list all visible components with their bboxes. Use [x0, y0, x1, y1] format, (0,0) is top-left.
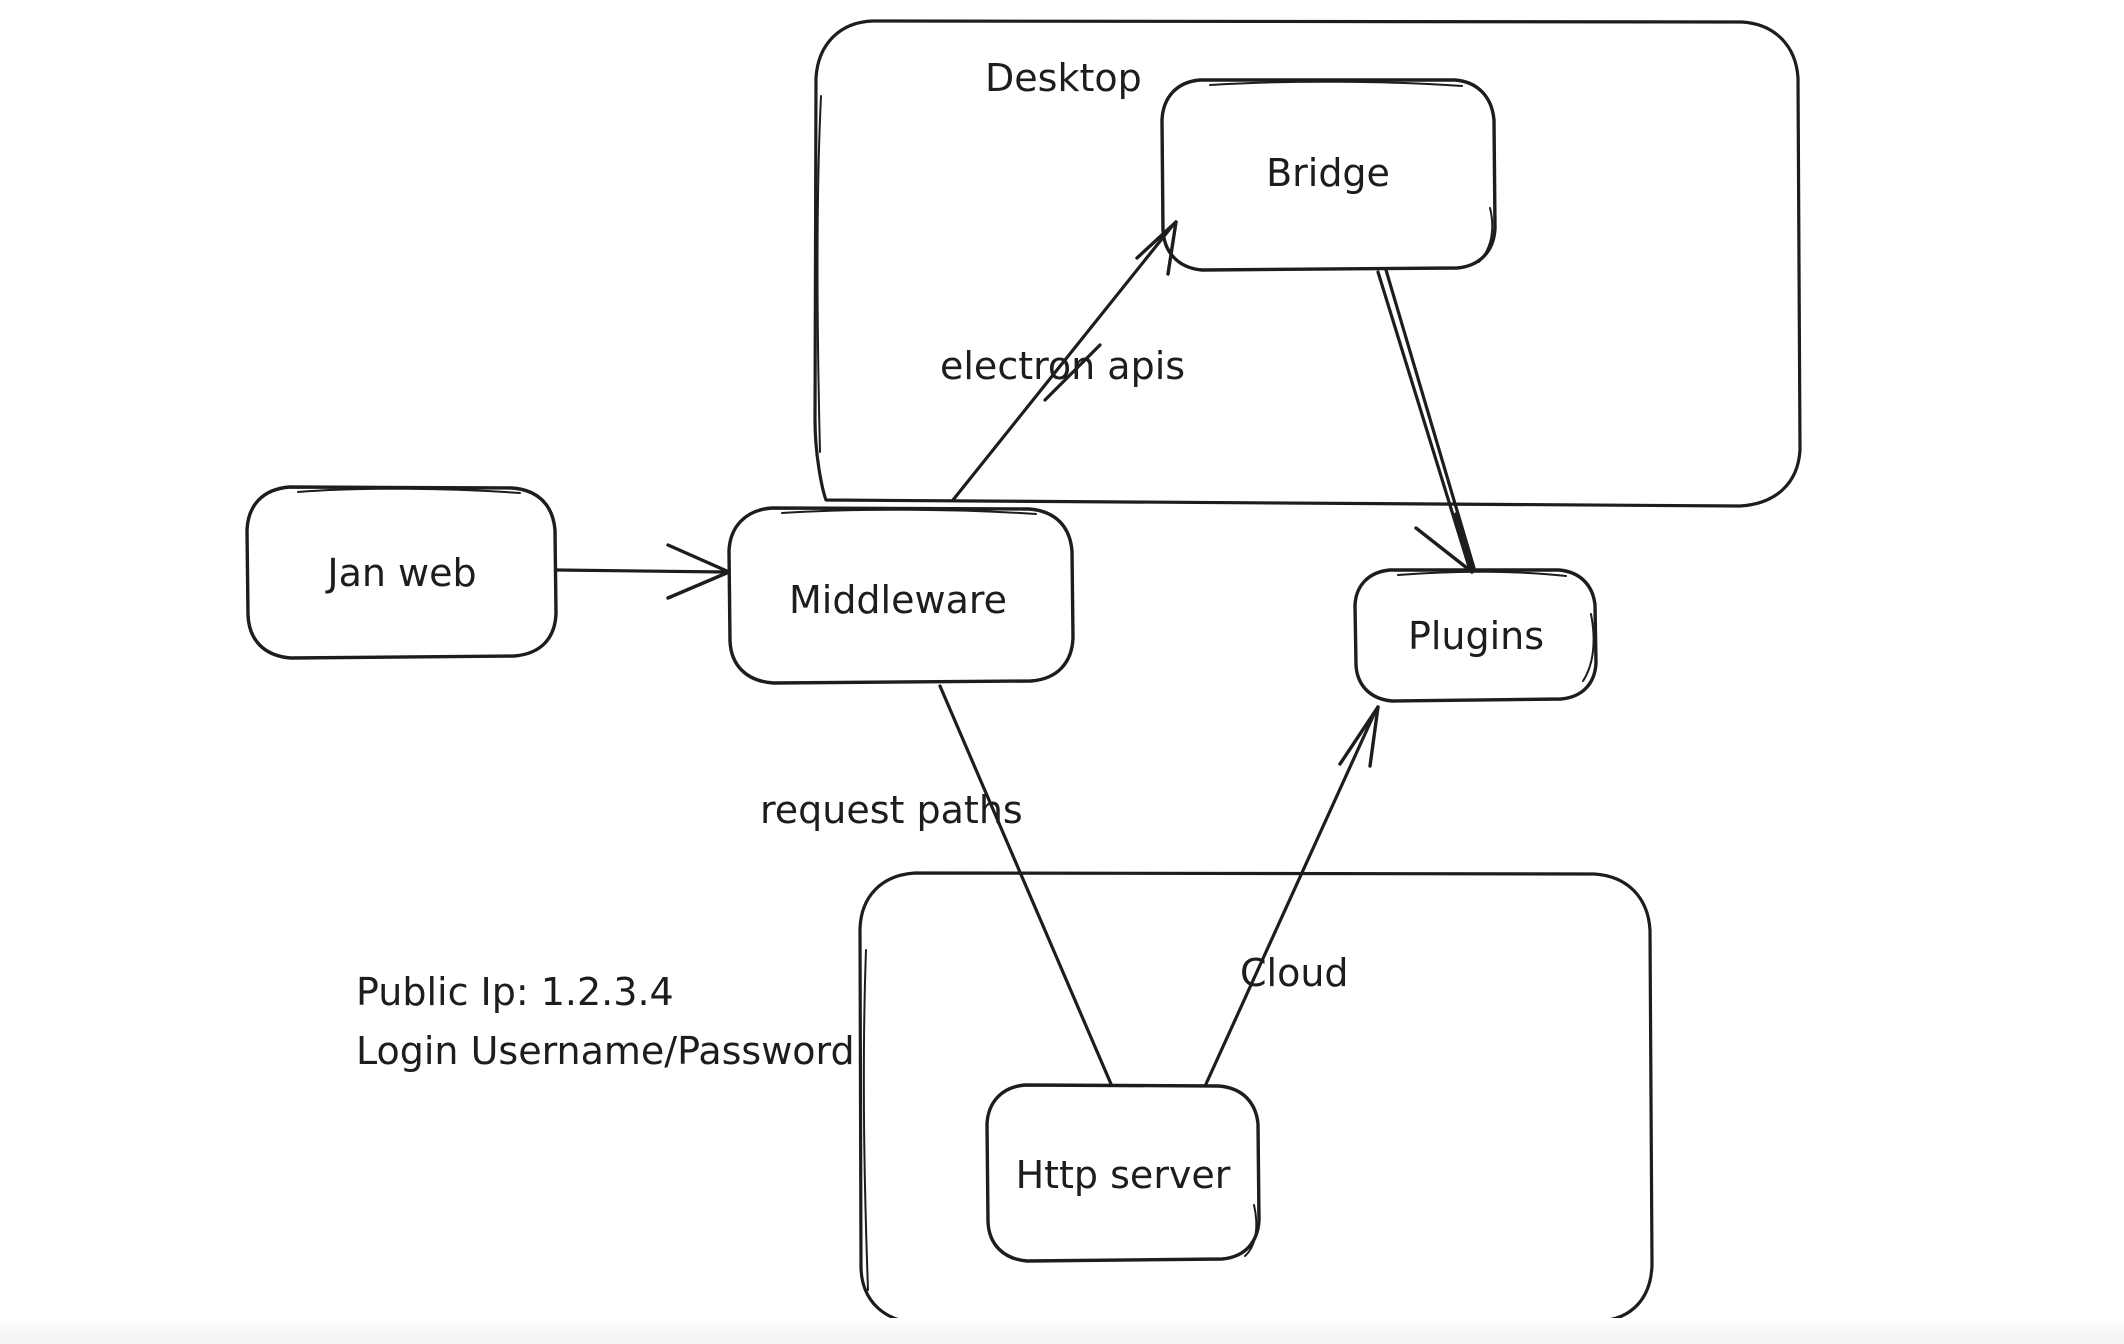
bridge-box — [1160, 78, 1497, 272]
plugins-box — [1353, 568, 1598, 703]
group-desktop[interactable] — [813, 19, 1802, 508]
janweb-middleware-arrow-lower — [666, 570, 731, 600]
note-public-ip: Public Ip: 1.2.3.4 — [356, 970, 674, 1014]
middleware-bridge-arrow-upper — [1135, 220, 1178, 260]
httpserver-plugins-arrow-right — [1368, 705, 1380, 768]
edge-middleware-to-bridge[interactable] — [951, 220, 1178, 502]
edge-label-request-paths: request paths — [760, 788, 1023, 832]
bridge-plugins-arrow-left — [1414, 526, 1474, 574]
jan-web-box — [245, 485, 558, 660]
node-middleware[interactable]: Middleware — [727, 506, 1075, 685]
http-server-box — [985, 1083, 1261, 1263]
bridge-plugins-arrow-right — [1454, 512, 1474, 574]
middleware-bridge-arrow-lower — [1166, 220, 1178, 276]
middleware-label: Middleware — [789, 578, 1007, 622]
jan-web-box-sketch — [297, 487, 521, 494]
edge-bridge-to-plugins[interactable] — [1376, 268, 1476, 574]
cloud-boundary-sketch — [862, 949, 869, 1291]
plugins-box-sketch-right — [1582, 613, 1595, 682]
httpserver-plugins-line — [1204, 710, 1377, 1086]
bridge-plugins-line-a — [1376, 270, 1472, 572]
edge-httpserver-to-plugins[interactable] — [1204, 705, 1380, 1086]
edge-janweb-to-middleware[interactable] — [555, 543, 731, 600]
bridge-label: Bridge — [1266, 151, 1390, 195]
electron-apis-leader — [1043, 343, 1102, 402]
janweb-middleware-arrow-upper — [666, 543, 731, 574]
middleware-bridge-line — [951, 223, 1175, 502]
notes-block: Public Ip: 1.2.3.4 Login Username/Passwo… — [356, 970, 855, 1073]
plugins-box-sketch — [1397, 570, 1567, 577]
node-bridge[interactable]: Bridge — [1160, 78, 1497, 272]
bridge-box-sketch-right — [1478, 207, 1494, 263]
edge-label-electron-apis: electron apis — [940, 344, 1185, 388]
edge-middleware-to-httpserver[interactable] — [938, 684, 1113, 1086]
node-http-server[interactable]: Http server — [985, 1083, 1261, 1263]
node-jan-web[interactable]: Jan web — [245, 485, 558, 660]
cloud-boundary — [858, 871, 1654, 1325]
group-label-desktop: Desktop — [985, 56, 1142, 100]
plugins-label: Plugins — [1408, 614, 1544, 658]
desktop-boundary-sketch — [816, 95, 822, 453]
http-server-box-sketch — [1244, 1204, 1258, 1257]
desktop-boundary — [813, 19, 1802, 508]
middleware-box — [727, 506, 1075, 685]
note-login: Login Username/Password — [356, 1029, 855, 1073]
httpserver-plugins-arrow-left — [1338, 705, 1380, 766]
group-cloud[interactable] — [858, 871, 1654, 1325]
bridge-box-sketch — [1209, 80, 1463, 87]
bridge-plugins-line-b — [1384, 268, 1476, 570]
http-server-label: Http server — [1016, 1153, 1231, 1197]
middleware-box-sketch — [781, 508, 1037, 515]
jan-web-label: Jan web — [325, 551, 476, 595]
node-plugins[interactable]: Plugins — [1353, 568, 1598, 703]
middleware-httpserver-line — [938, 684, 1113, 1086]
janweb-middleware-line — [555, 568, 728, 574]
group-label-cloud: Cloud — [1240, 951, 1349, 995]
